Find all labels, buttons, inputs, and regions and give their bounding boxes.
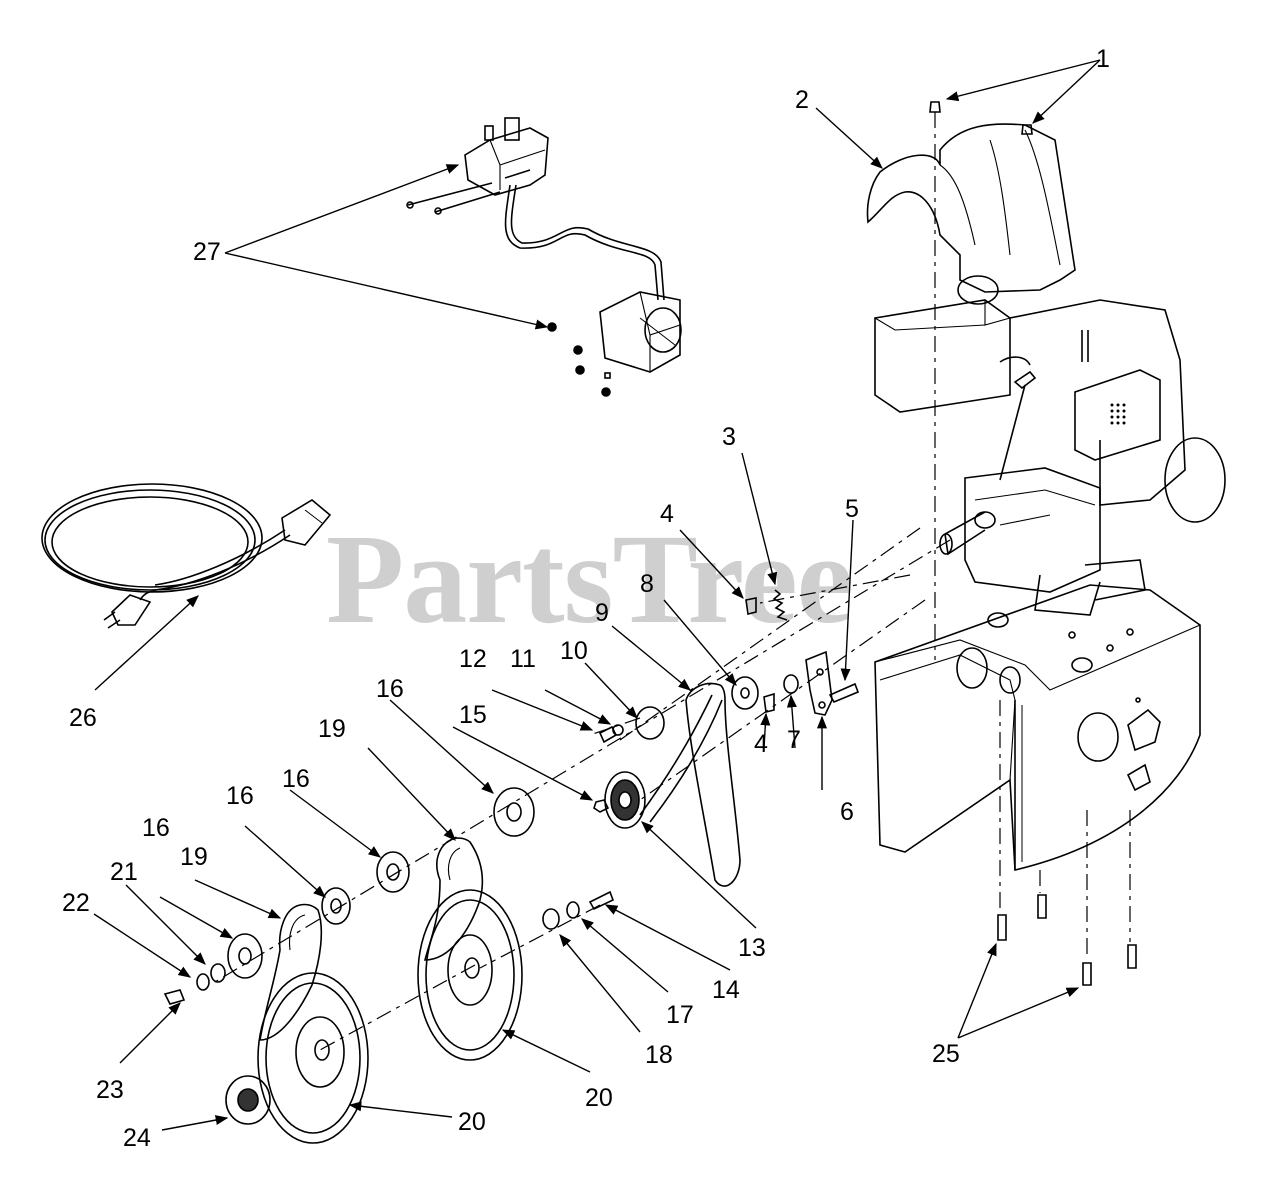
callout-8: 8 [640, 570, 654, 598]
washer-7 [783, 674, 799, 694]
centerlines [209, 112, 1131, 1051]
bolt-23 [163, 989, 186, 1005]
callout-11: 11 [510, 645, 536, 673]
callout-15: 15 [459, 701, 487, 729]
callout-19: 19 [318, 715, 346, 743]
gearbox [964, 467, 1101, 593]
callout-6: 6 [840, 798, 854, 826]
washer-8 [731, 676, 759, 710]
bolt-14 [588, 890, 615, 911]
washer-16a [493, 787, 535, 837]
muffler-grille [1110, 403, 1126, 425]
callout-4-second: 4 [754, 730, 768, 758]
washer-18 [542, 908, 560, 930]
washer-22 [196, 973, 210, 991]
cord-connector [281, 499, 332, 546]
watermark: PartsTree [326, 508, 853, 650]
callout-14: 14 [712, 976, 740, 1004]
bolt-5 [828, 682, 860, 704]
callout-16-second: 16 [282, 765, 310, 793]
frame [874, 584, 1201, 872]
callout-20-second: 20 [458, 1108, 486, 1136]
callout-23: 23 [96, 1076, 124, 1104]
callout-10: 10 [560, 637, 588, 665]
engine-block [1009, 299, 1186, 506]
frame-hole-2 [1077, 712, 1119, 762]
engine-assembly [866, 123, 1226, 616]
callout-26: 26 [69, 704, 97, 732]
belt-9 [685, 682, 741, 887]
muffler [1074, 369, 1161, 461]
callout-25: 25 [932, 1040, 960, 1068]
frame-plate [874, 584, 1201, 872]
frame-hole-3 [1127, 708, 1161, 752]
bolt-25c [1082, 962, 1092, 986]
callout-13: 13 [738, 934, 766, 962]
callout-2: 2 [795, 86, 809, 114]
callout-19-second: 19 [180, 843, 208, 871]
nut-1a [929, 101, 941, 113]
pulley-20b [257, 972, 369, 1144]
callout-4: 4 [660, 500, 674, 528]
starter-switch-box [464, 127, 549, 196]
fuel-cap [957, 275, 999, 305]
pulley-20a [417, 889, 523, 1061]
fuel-tank [874, 299, 1011, 413]
washer-16c [321, 887, 351, 925]
washer-21 [210, 963, 226, 983]
callout-12: 12 [459, 645, 487, 673]
callout-7: 7 [787, 726, 801, 754]
cord-plug [111, 594, 152, 626]
callout-5: 5 [845, 495, 859, 523]
callout-labels: 1 2 3 4 5 6 7 8 9 10 11 12 13 14 15 16 1… [62, 45, 1110, 1152]
belt-19b [259, 903, 323, 1041]
callout-22: 22 [62, 889, 90, 917]
callout-9: 9 [595, 599, 609, 627]
nut-1b [1021, 124, 1033, 135]
hub-24 [225, 1075, 271, 1125]
callout-16-fourth: 16 [142, 814, 170, 842]
engine-shroud [866, 123, 1076, 293]
washer-17 [566, 901, 580, 919]
washer-10 [635, 706, 665, 740]
washer-16b [376, 851, 410, 893]
bolt-25b [1037, 894, 1047, 919]
callout-17: 17 [666, 1001, 694, 1029]
bolt-25a [997, 914, 1007, 941]
callout-20: 20 [585, 1084, 613, 1112]
idler-bracket-6 [805, 650, 833, 716]
callout-16: 16 [376, 675, 404, 703]
callout-1: 1 [1096, 45, 1110, 73]
frame-hole-1 [956, 647, 988, 689]
bolt-25d [1127, 944, 1137, 969]
electric-starter [406, 117, 682, 397]
pulley-13 [604, 771, 646, 829]
callout-21: 21 [110, 858, 138, 886]
callout-18: 18 [645, 1041, 673, 1069]
drive-shaft [944, 511, 986, 556]
power-cord [41, 483, 332, 629]
callout-3: 3 [722, 423, 736, 451]
nut-15 [593, 799, 610, 813]
bolt-4b [763, 692, 775, 713]
belt-19a [423, 837, 484, 961]
callout-27: 27 [193, 238, 221, 266]
spring-3 [772, 589, 788, 621]
leader-lines [93, 59, 1101, 1131]
washer-16d [227, 933, 263, 979]
drive-parts [163, 101, 1137, 1144]
screw-27a [547, 322, 557, 332]
starter-motor [599, 291, 681, 373]
callout-24: 24 [123, 1124, 151, 1152]
recoil-housing [1164, 437, 1226, 523]
callout-16-third: 16 [226, 782, 254, 810]
bolt-4a [745, 597, 757, 615]
